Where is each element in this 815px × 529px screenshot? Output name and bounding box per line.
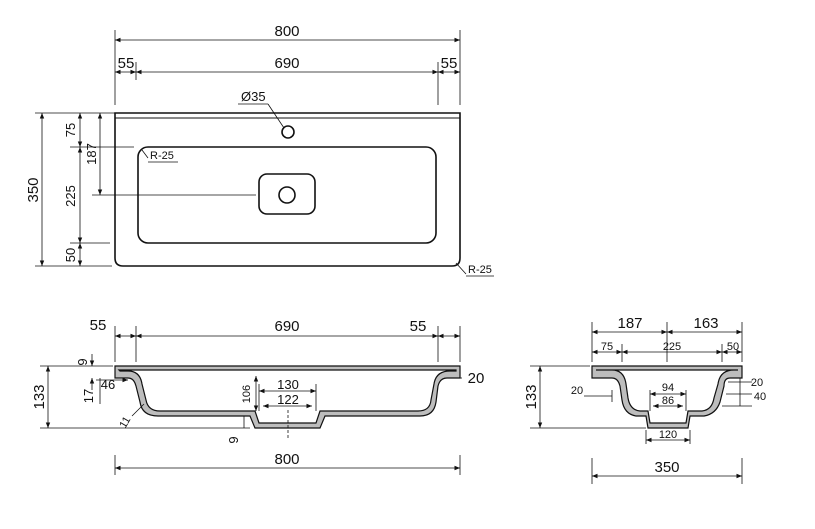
side-wall-right: 20 xyxy=(751,377,763,389)
side-height-total: 133 xyxy=(523,384,540,409)
front-section-profile xyxy=(114,365,461,429)
front-bowl-height: 106 xyxy=(241,385,253,403)
side-section: 187 163 75 225 50 133 20 20 40 94 86 xyxy=(523,315,766,484)
side-seg-back: 50 xyxy=(727,341,739,353)
side-drain-inner: 86 xyxy=(662,395,674,407)
side-back-part: 163 xyxy=(693,315,718,332)
dim-depth-to-drain: 187 xyxy=(84,143,99,165)
drain-hole xyxy=(278,186,296,204)
dim-left-margin: 55 xyxy=(118,55,135,72)
front-overall-width: 800 xyxy=(274,451,299,468)
drain-outline xyxy=(258,173,316,215)
top-view: Ø35 800 55 690 55 R-25 R-25 350 75 225 xyxy=(25,23,494,277)
outer-radius-label: R-25 xyxy=(468,264,492,276)
side-front-part: 187 xyxy=(617,315,642,332)
dim-back-depth: 75 xyxy=(63,123,78,137)
front-bottom-thickness: 9 xyxy=(226,436,241,443)
side-seg-mid: 225 xyxy=(663,341,681,353)
side-seg-front: 75 xyxy=(601,341,613,353)
side-drain-outer: 94 xyxy=(662,382,674,394)
side-rim-right: 40 xyxy=(754,391,766,403)
side-drain-base: 120 xyxy=(659,429,677,441)
tap-hole-leader xyxy=(267,103,285,129)
front-wall: 11 xyxy=(117,415,133,431)
front-drain-inner: 122 xyxy=(277,392,299,407)
tap-hole-label: Ø35 xyxy=(241,89,266,104)
front-rim-right: 20 xyxy=(468,370,485,387)
front-left-margin: 55 xyxy=(90,317,107,334)
tap-hole xyxy=(281,125,295,139)
front-section: 55 690 55 133 9 17 46 20 11 106 130 12 xyxy=(31,317,484,475)
front-rim-inset: 46 xyxy=(101,377,115,392)
bowl-radius-label: R-25 xyxy=(150,150,174,162)
side-overall-depth: 350 xyxy=(654,459,679,476)
side-section-profile xyxy=(591,365,743,429)
front-inner-width: 690 xyxy=(274,318,299,335)
dim-overall-width: 800 xyxy=(274,23,299,40)
front-top-thickness: 9 xyxy=(75,358,90,365)
dim-right-margin: 55 xyxy=(441,55,458,72)
front-rim-drop: 17 xyxy=(81,389,96,403)
side-wall-left: 20 xyxy=(571,385,583,397)
front-height-total: 133 xyxy=(31,384,48,409)
front-right-margin: 55 xyxy=(410,318,427,335)
dim-total-depth: 350 xyxy=(25,177,42,202)
basin-outline xyxy=(114,112,461,267)
dim-front-depth: 50 xyxy=(63,248,78,262)
dim-inner-width: 690 xyxy=(274,55,299,72)
front-drain-outer: 130 xyxy=(277,377,299,392)
dim-bowl-depth: 225 xyxy=(63,185,78,207)
